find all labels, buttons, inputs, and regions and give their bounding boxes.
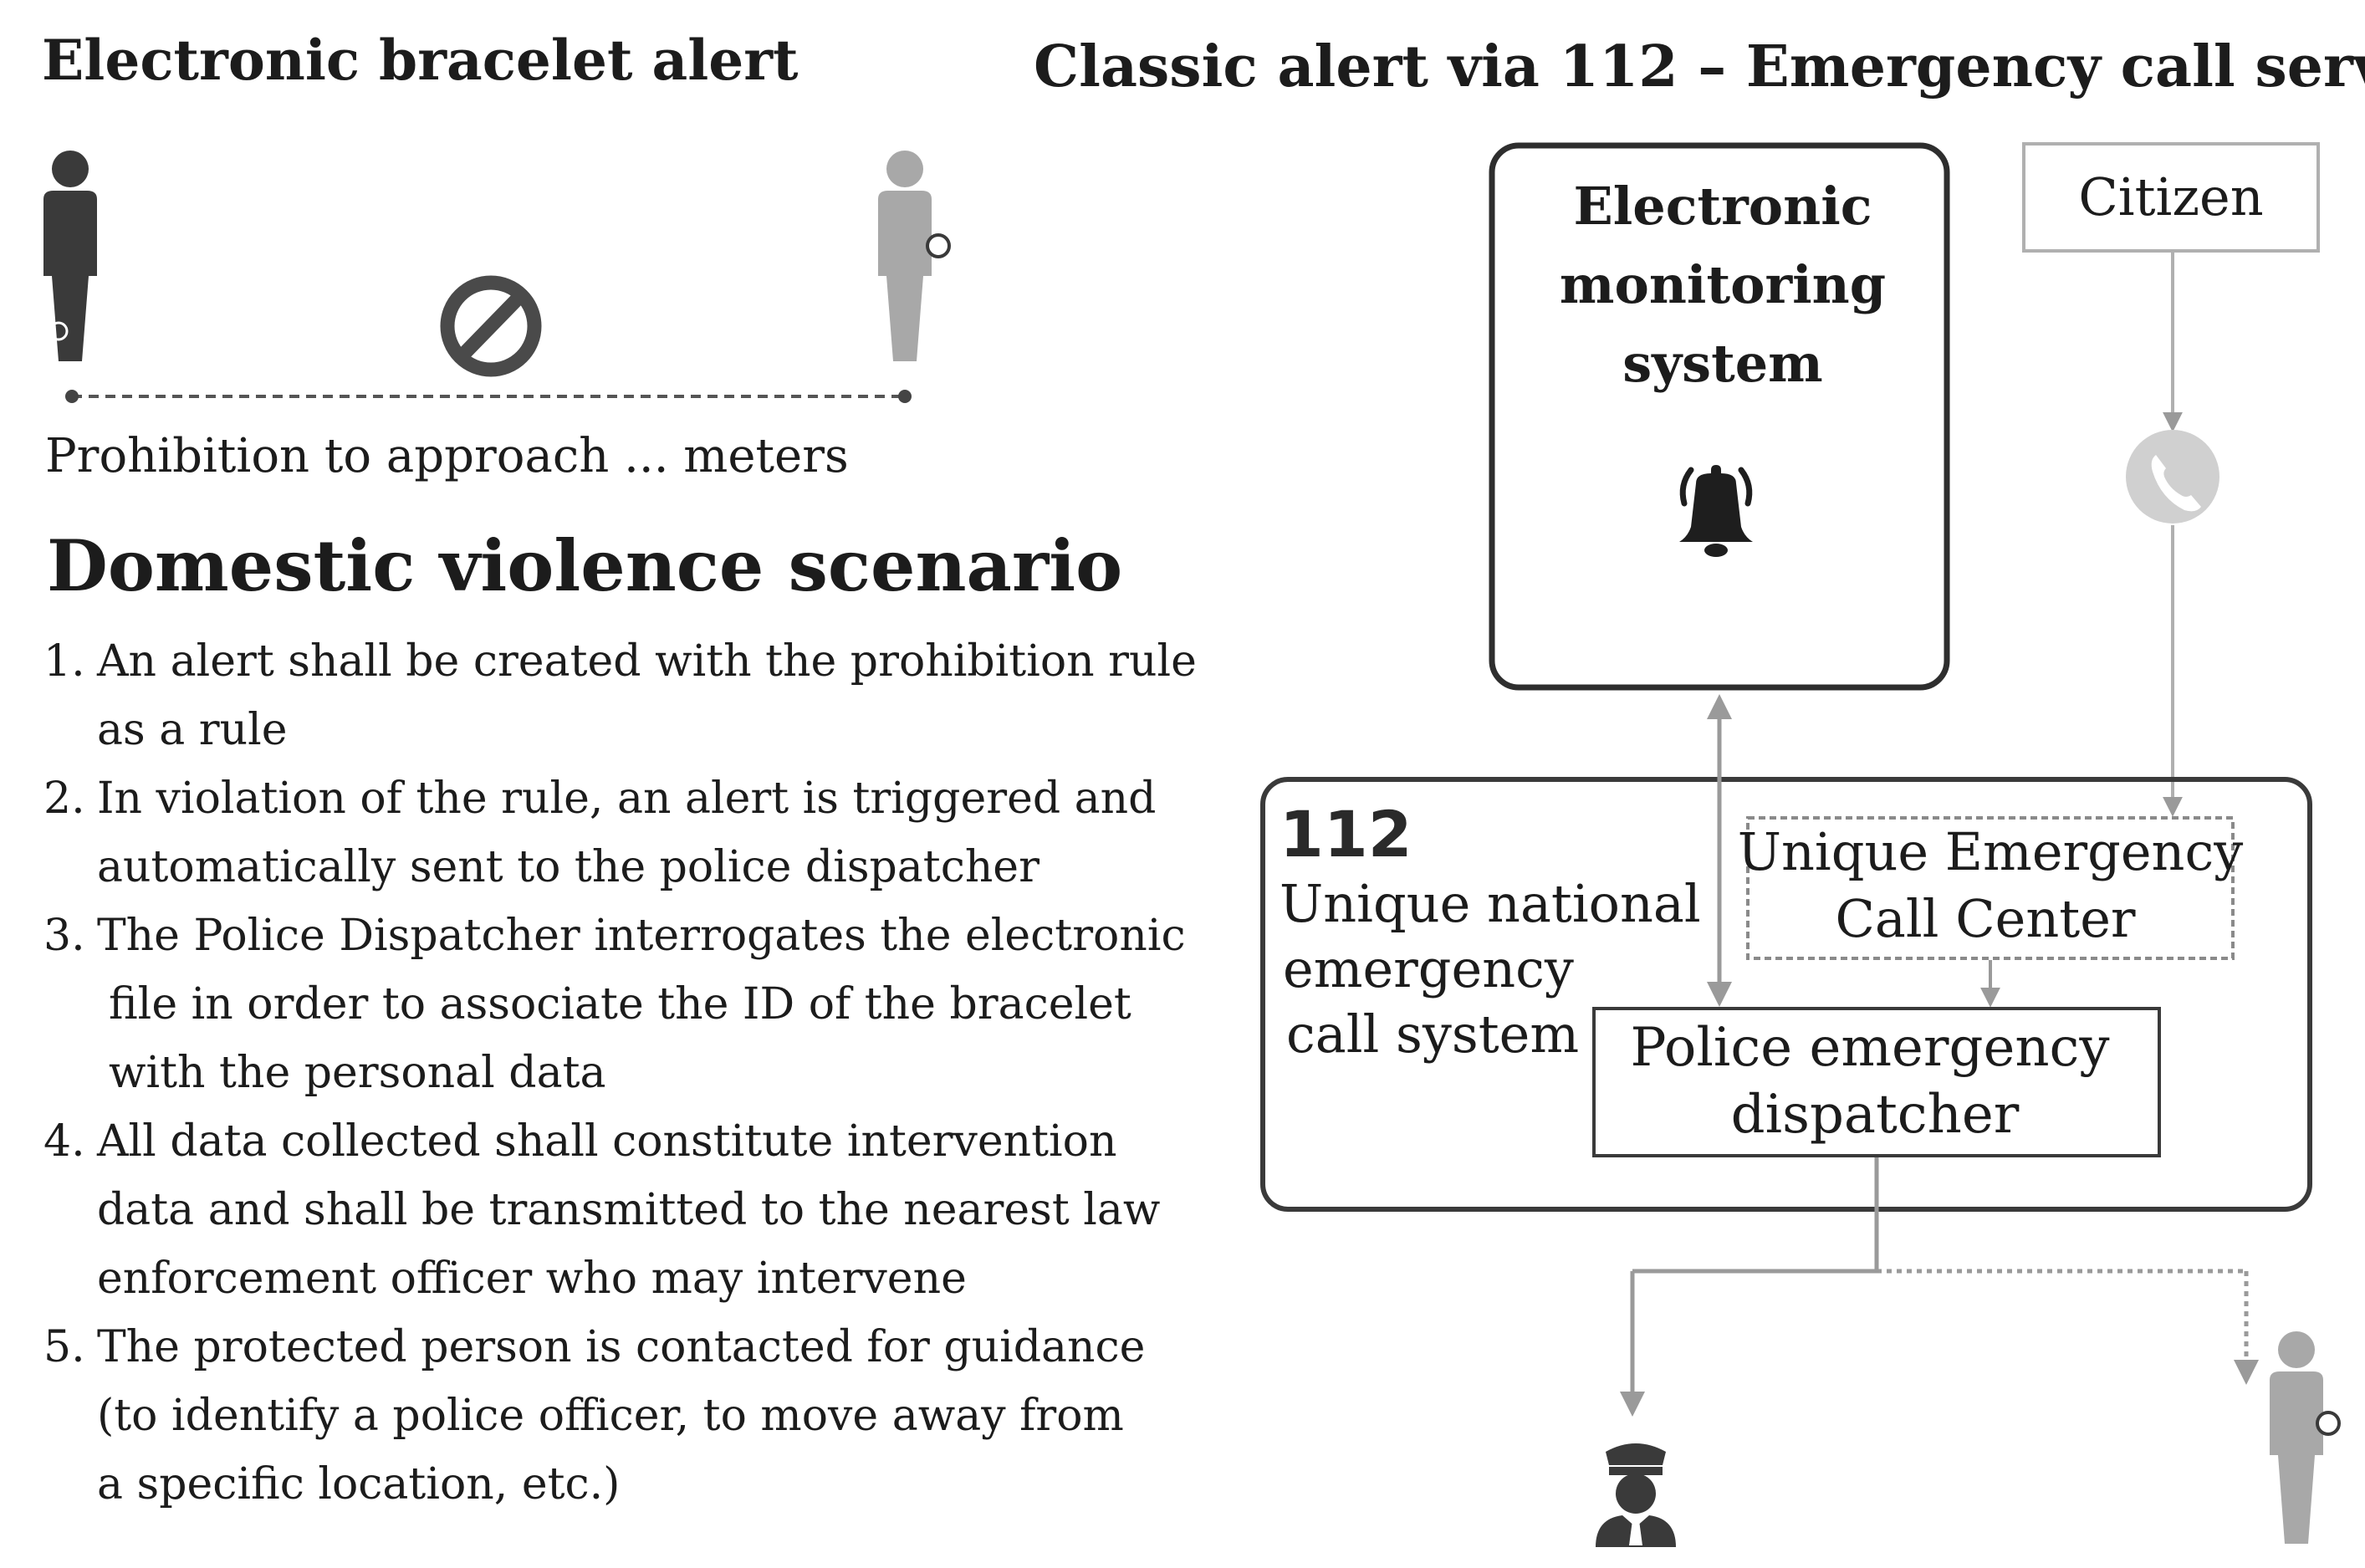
step-line: (to identify a police officer, to move a… — [97, 1391, 1124, 1441]
step-line: The Police Dispatcher interrogates the e… — [97, 911, 1186, 961]
step-line: with the personal data — [109, 1048, 606, 1098]
step-line: data and shall be transmitted to the nea… — [97, 1185, 1160, 1235]
step-number: 4. — [43, 1116, 85, 1167]
protected-person-icon — [878, 151, 951, 361]
system-number: 112 — [1280, 797, 1412, 871]
right-title: Classic alert via 112 – Emergency call s… — [1034, 33, 2365, 100]
prohibition-text: Prohibition to approach ... meters — [45, 429, 849, 483]
system-label-line: Unique national — [1280, 873, 1701, 934]
call-center-box: Unique Emergency Call Center — [1738, 816, 2243, 960]
citizen-label: Citizen — [2078, 166, 2263, 227]
call-center-label-line: Call Center — [1835, 888, 2135, 949]
step-line: The protected person is contacted for gu… — [97, 1322, 1145, 1372]
step-line: An alert shall be created with the prohi… — [96, 636, 1197, 687]
dispatcher-label-line: Police emergency — [1630, 1017, 2109, 1079]
dispatcher-label-line: dispatcher — [1731, 1084, 2020, 1146]
prohibited-icon — [440, 275, 542, 377]
distance-line — [65, 390, 912, 403]
call-center-label-line: Unique Emergency — [1738, 821, 2243, 882]
scenario-steps: 1. An alert shall be created with the pr… — [43, 636, 1197, 1509]
step-line: enforcement officer who may intervene — [97, 1254, 967, 1304]
aggressor-person-icon — [43, 151, 97, 361]
step-line: automatically sent to the police dispatc… — [97, 842, 1039, 892]
monitoring-label-line: monitoring — [1560, 254, 1886, 315]
step-line: file in order to associate the ID of the… — [109, 979, 1131, 1029]
protected-person-icon — [2270, 1331, 2341, 1544]
police-officer-icon — [1596, 1443, 1676, 1547]
national-emergency-system-box: 112 Unique national emergency call syste… — [1260, 777, 2312, 1212]
step-number: 2. — [43, 774, 85, 824]
step-line: All data collected shall constitute inte… — [96, 1116, 1116, 1167]
monitoring-system-box: Electronic monitoring system — [1489, 142, 1950, 691]
system-label-line: emergency — [1283, 938, 1574, 999]
system-label-line: call system — [1286, 1004, 1579, 1065]
bracelet-title: Electronic bracelet alert — [42, 28, 799, 93]
monitoring-label-line: Electronic — [1573, 176, 1872, 237]
step-line: as a rule — [97, 705, 288, 755]
citizen-box: Citizen — [2022, 142, 2320, 253]
bell-icon — [1679, 465, 1753, 557]
step-number: 5. — [43, 1322, 85, 1372]
dispatcher-output-arrows — [1620, 1157, 2259, 1417]
phone-icon — [2126, 430, 2219, 524]
step-line: a specific location, etc.) — [97, 1459, 620, 1509]
step-number: 3. — [43, 911, 85, 961]
step-number: 1. — [43, 636, 85, 687]
monitoring-label-line: system — [1622, 333, 1823, 394]
step-line: In violation of the rule, an alert is tr… — [97, 774, 1156, 824]
scenario-title: Domestic violence scenario — [47, 524, 1122, 607]
dispatcher-box: Police emergency dispatcher — [1592, 1007, 2161, 1157]
